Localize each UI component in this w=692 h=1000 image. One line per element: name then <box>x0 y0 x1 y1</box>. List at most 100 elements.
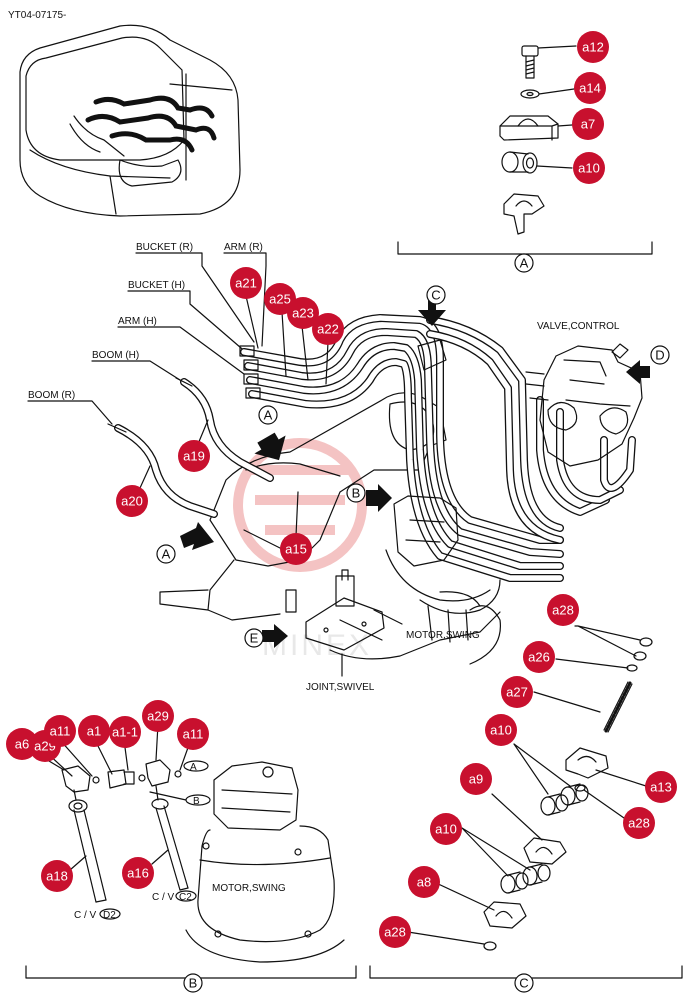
callout-a19-text: a19 <box>183 449 205 464</box>
clamp-part-upper <box>499 115 559 141</box>
callout-a26 <box>523 641 555 673</box>
main-view-d-text: D <box>655 348 664 363</box>
callout-a15 <box>280 533 312 565</box>
callout-a6 <box>6 728 38 760</box>
callout-a10 <box>573 152 605 184</box>
label-motor-swing-detail: MOTOR,SWING <box>212 883 286 894</box>
callout-a22-text: a22 <box>317 322 339 337</box>
main-view-a2-text: A <box>162 547 171 562</box>
view-b-marker <box>183 973 203 993</box>
callout-a27 <box>501 676 533 708</box>
callout-a25-text: a25 <box>269 292 291 307</box>
main-view-b-marker <box>346 483 366 503</box>
main-view-b-text: B <box>352 486 361 501</box>
main-view-c-text: C <box>431 288 440 303</box>
callout-a21 <box>230 267 262 299</box>
callout-a26-text: a26 <box>528 650 550 665</box>
callout-a28-c-mid <box>623 807 655 839</box>
callouts: a12 a14 a7 a10 a21 a25 a23 a22 a19 a20 a… <box>6 31 677 948</box>
callout-a1-1-text: a1-1 <box>112 725 138 740</box>
main-view-a2-marker <box>156 544 176 564</box>
label-boom-r: BOOM (R) <box>28 390 75 401</box>
callout-a6-text: a6 <box>15 737 29 752</box>
bundle-clamp <box>417 339 447 371</box>
nut-c-bottom <box>483 941 497 951</box>
clamp-part-c-lower <box>483 901 527 929</box>
main-view-a-text: A <box>264 408 273 423</box>
document-id: YT04-07175- <box>8 10 66 21</box>
view-c-marker <box>514 973 534 993</box>
callout-a28-c-mid-text: a28 <box>628 816 650 831</box>
washer-part <box>520 89 540 99</box>
callout-a20-text: a20 <box>121 494 143 509</box>
callout-a22 <box>312 313 344 345</box>
callout-a10-c-top-text: a10 <box>490 723 512 738</box>
callout-a12-text: a12 <box>582 40 604 55</box>
label-boom-h: BOOM (H) <box>92 350 139 361</box>
callout-a23 <box>287 297 319 329</box>
cv-d2-prefix: C / V <box>74 910 97 921</box>
main-view-e-text: E <box>250 631 259 646</box>
cv-c2-prefix: C / V <box>152 892 175 903</box>
port-mark-a: A <box>190 762 197 773</box>
detail-view-c: C <box>369 625 683 993</box>
label-bucket-h: BUCKET (H) <box>128 280 185 291</box>
callout-a16 <box>122 857 154 889</box>
callout-a11-b-left <box>44 715 76 747</box>
view-c-marker-text: C <box>519 976 528 991</box>
main-view-a-marker <box>258 405 278 425</box>
swing-motor-detail: MOTOR,SWING <box>185 761 345 963</box>
view-b-marker-text: B <box>189 976 198 991</box>
label-joint-swivel: JOINT,SWIVEL <box>306 682 375 693</box>
view-arrows <box>180 300 650 648</box>
detail-view-b: A B C / V D2 C / V C2 MOTOR,SWING <box>25 759 357 993</box>
callout-a11-b-right-text: a11 <box>183 727 204 742</box>
callout-a23-text: a23 <box>292 306 314 321</box>
callout-a14 <box>574 72 606 104</box>
clamp-part-lower <box>503 193 545 235</box>
swivel-joint <box>305 569 385 651</box>
callout-a11-b-right <box>177 718 209 750</box>
callout-a7-text: a7 <box>581 117 595 132</box>
callout-a10-c-bot <box>430 813 462 845</box>
callout-a13 <box>645 771 677 803</box>
callout-a29-b-right-text: a29 <box>147 709 169 724</box>
main-view-d-marker <box>650 345 670 365</box>
label-arm-r: ARM (R) <box>224 242 263 253</box>
bushing-part <box>501 151 538 174</box>
callout-a1-text: a1 <box>87 724 101 739</box>
main-view-e-marker <box>244 628 264 648</box>
callout-a18-text: a18 <box>46 869 68 884</box>
swing-motor-center <box>385 495 501 643</box>
stud-part <box>603 681 633 733</box>
nut-c-mid <box>574 784 586 792</box>
callout-a7 <box>572 108 604 140</box>
label-bucket-r: BUCKET (R) <box>136 242 193 253</box>
callout-a28-c-bot-text: a28 <box>384 925 406 940</box>
callout-a8-text: a8 <box>417 875 431 890</box>
callout-a27-text: a27 <box>506 685 528 700</box>
detail-view-a: A <box>397 45 653 273</box>
label-arm-h: ARM (H) <box>118 316 157 327</box>
callout-a29-b-right <box>142 700 174 732</box>
callout-a14-text: a14 <box>579 81 601 96</box>
port-mark-b: B <box>193 796 200 807</box>
clamp-part-c-upper <box>565 747 647 787</box>
bushing-pair-upper <box>540 783 589 816</box>
main-assembly: BUCKET (R) ARM (R) BUCKET (H) ARM (H) BO… <box>27 242 670 693</box>
control-valve <box>525 343 643 467</box>
callout-a21-text: a21 <box>235 276 257 291</box>
callout-a15-text: a15 <box>285 542 307 557</box>
bushing-pair-lower <box>500 863 551 894</box>
label-motor-swing: MOTOR,SWING <box>406 630 480 641</box>
callout-a10-c-bot-text: a10 <box>435 822 457 837</box>
callout-a19 <box>178 440 210 472</box>
view-a-marker-text: A <box>520 256 529 271</box>
cv-d2-port: D2 <box>103 910 116 921</box>
callout-a13-text: a13 <box>650 780 672 795</box>
callout-a20 <box>116 485 148 517</box>
callout-a9 <box>460 763 492 795</box>
callout-a10-text: a10 <box>578 161 600 176</box>
